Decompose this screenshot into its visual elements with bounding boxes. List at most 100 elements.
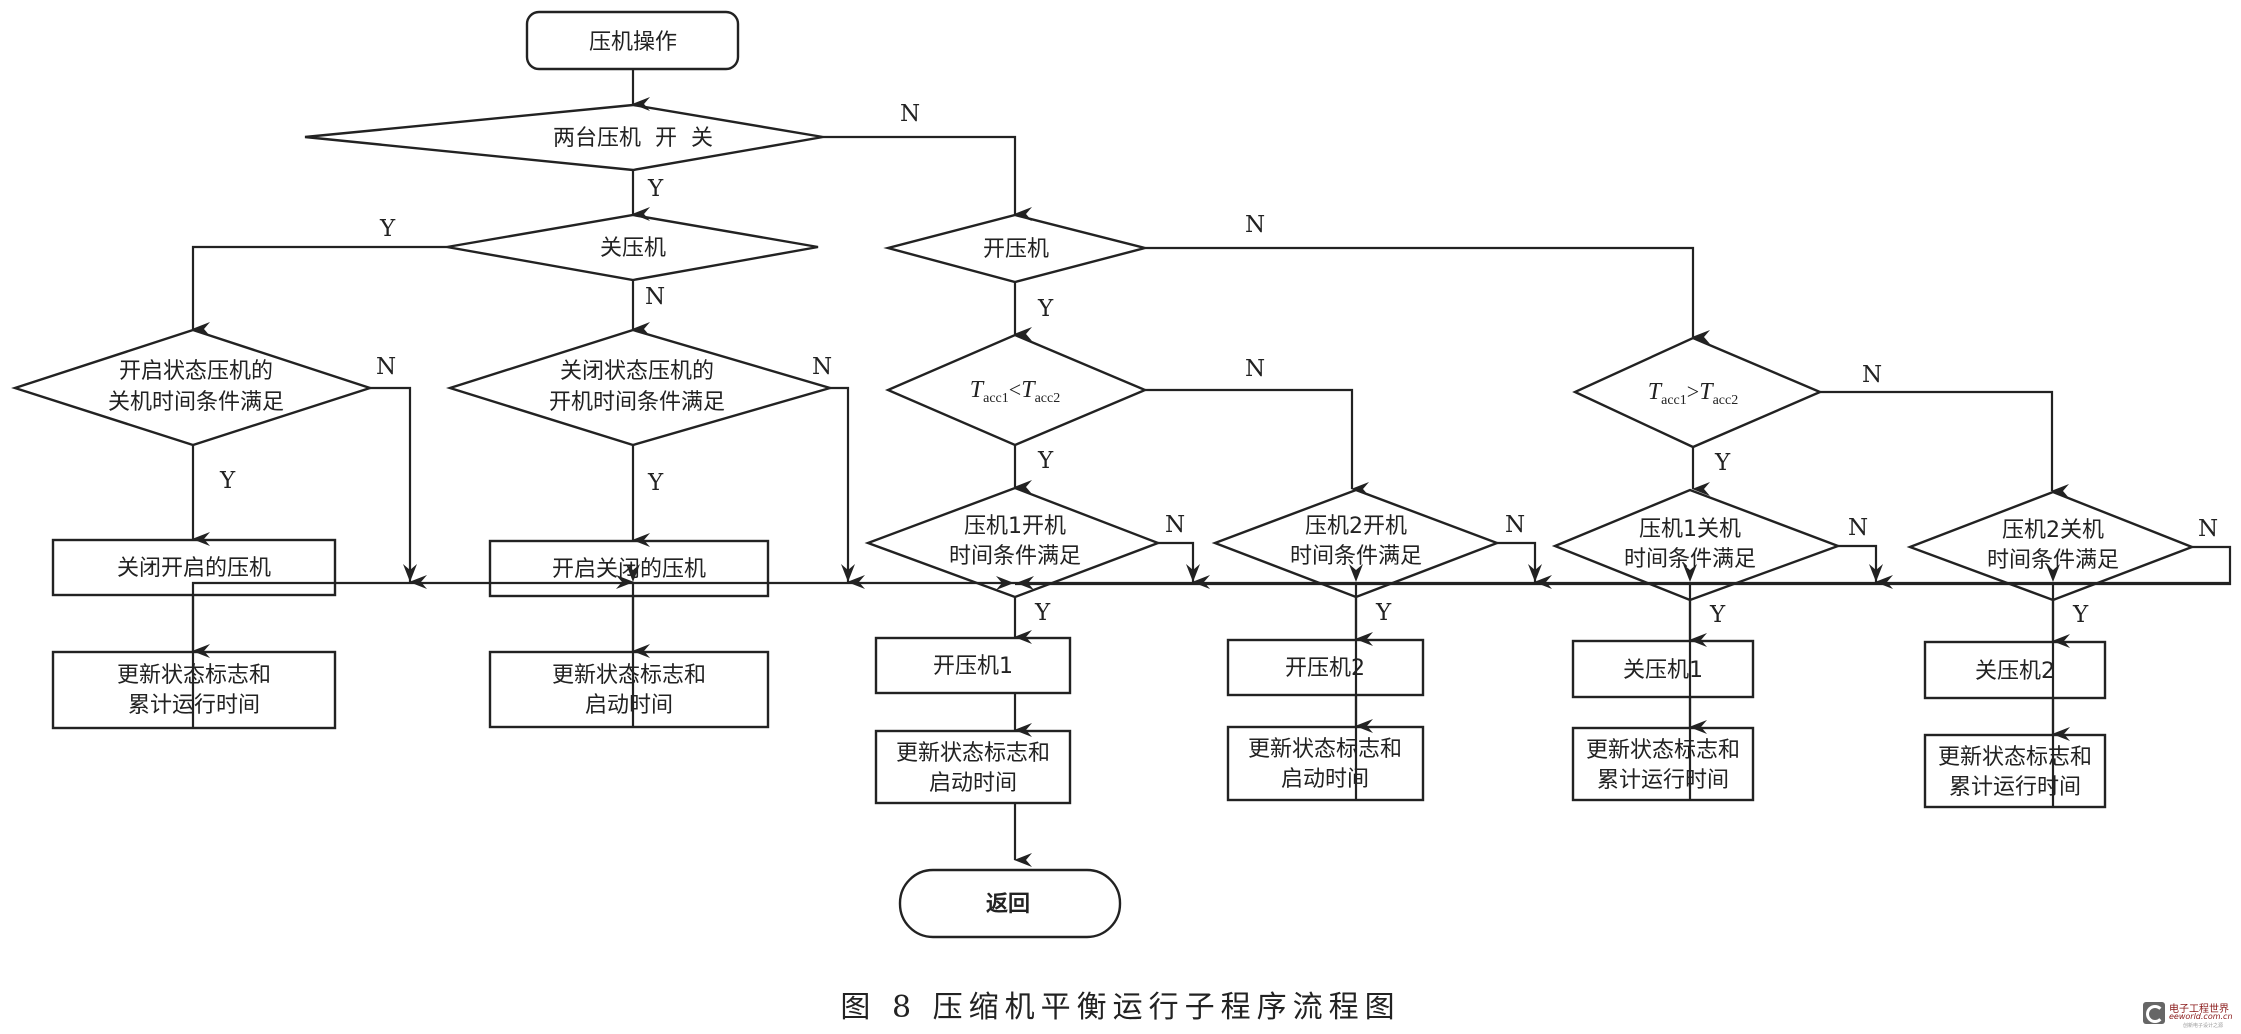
merge-bus-left bbox=[191, 581, 1015, 728]
bus-arrowhead bbox=[1683, 564, 1697, 582]
edge-tacc-gt-no bbox=[1820, 390, 2069, 498]
label-c2-on-yes: Y bbox=[1375, 600, 1392, 626]
label-tacc-gt-yes: Y bbox=[1714, 450, 1731, 476]
process-update-starttime-1: 更新状态标志和 启动时间 bbox=[874, 729, 1072, 805]
edge-both-no bbox=[823, 135, 1032, 221]
update-start2-line2: 启动时间 bbox=[1281, 767, 1369, 792]
decision-tacc-gt-label: Tacc1>Tacc2 bbox=[1648, 379, 1738, 408]
label-c2-off-yes: Y bbox=[2072, 602, 2089, 628]
decision-compressor2-open-time: 压机2开机 时间条件满足 bbox=[1211, 488, 1501, 599]
watermark-site: eeworld.com.cn bbox=[2169, 1012, 2233, 1021]
label-off-state-no: N bbox=[812, 354, 832, 380]
label-c1-off-no: N bbox=[1848, 515, 1868, 541]
decision-off-state-line1: 关闭状态压机的 bbox=[560, 359, 714, 384]
label-c2-off-no: N bbox=[2198, 516, 2218, 542]
eeworld-logo-icon bbox=[2143, 1002, 2165, 1024]
end-node: 返回 bbox=[898, 868, 1122, 939]
eeworld-watermark: 电子工程世界 eeworld.com.cn 创新电子设计之源 bbox=[2143, 1000, 2241, 1032]
update-run1-line2: 累计运行时间 bbox=[1597, 768, 1729, 793]
process-close-compressor2: 关压机2 bbox=[1923, 640, 2107, 700]
bus-arrowhead bbox=[1869, 564, 1883, 582]
decision-both-label: 两台压机 开 关 bbox=[553, 126, 713, 151]
label-c1-on-yes: Y bbox=[1034, 600, 1051, 626]
update-starttime-line1: 更新状态标志和 bbox=[552, 663, 706, 688]
junction-arrow-from-left bbox=[996, 576, 1014, 590]
edge-c1-off-no bbox=[1838, 544, 1893, 589]
bus-arrowhead bbox=[841, 564, 855, 582]
bus-arrowheads bbox=[403, 564, 2060, 590]
label-both-no: N bbox=[900, 101, 920, 127]
label-close-no: N bbox=[645, 284, 665, 310]
decision-c1-on-line1: 压机1开机 bbox=[964, 514, 1066, 539]
label-on-state-yes: Y bbox=[219, 468, 236, 494]
edge-tacc-lt-no bbox=[1145, 388, 1369, 496]
label-c2-on-no: N bbox=[1505, 512, 1525, 538]
label-c1-off-yes: Y bbox=[1709, 602, 1726, 628]
bus-arrowhead bbox=[403, 564, 417, 582]
watermark-name: 电子工程世界 bbox=[2169, 1004, 2229, 1015]
decision-compressor1-open-time: 压机1开机 时间条件满足 bbox=[864, 486, 1162, 599]
decision-open-label: 开压机 bbox=[983, 237, 1049, 262]
decision-tacc-lt-label: Tacc1<Tacc2 bbox=[970, 377, 1060, 406]
bus-arrowhead bbox=[626, 564, 640, 582]
junction-arrow-from-right bbox=[1016, 576, 1034, 590]
label-open-yes: Y bbox=[1037, 296, 1054, 322]
bus-arrowhead bbox=[1349, 564, 1363, 582]
label-close-yes: Y bbox=[379, 216, 396, 242]
decision-close-compressor: 关压机 bbox=[446, 213, 819, 282]
process-update-runtime-1: 更新状态标志和 累计运行时间 bbox=[1571, 726, 1755, 802]
decision-tacc1-greater-tacc2: Tacc1>Tacc2 bbox=[1572, 336, 1824, 449]
update-start1-line2: 启动时间 bbox=[929, 771, 1017, 796]
process-update-starttime-2: 更新状态标志和 启动时间 bbox=[1226, 725, 1425, 802]
process-update-flag-starttime: 更新状态标志和 启动时间 bbox=[488, 650, 770, 729]
process-open-compressor2: 开压机2 bbox=[1226, 638, 1425, 697]
process-close-running-label: 关闭开启的压机 bbox=[117, 556, 271, 581]
edge-close-yes bbox=[191, 245, 447, 336]
decision-tacc1-less-tacc2: Tacc1<Tacc2 bbox=[884, 333, 1149, 447]
edge-c2-on-no bbox=[1497, 541, 1552, 589]
end-label: 返回 bbox=[986, 892, 1030, 917]
decision-open-compressor: 开压机 bbox=[883, 213, 1146, 284]
update-starttime-line2: 启动时间 bbox=[585, 693, 673, 718]
process-update-runtime-2: 更新状态标志和 累计运行时间 bbox=[1923, 733, 2107, 809]
decision-c2-on-line2: 时间条件满足 bbox=[1290, 544, 1422, 569]
decision-on-state-shutdown-time: 开启状态压机的 关机时间条件满足 bbox=[11, 328, 374, 447]
decision-c1-on-line2: 时间条件满足 bbox=[949, 544, 1081, 569]
decision-close-label: 关压机 bbox=[600, 236, 666, 261]
label-open-no: N bbox=[1245, 212, 1265, 238]
decision-both-compressors: 两台压机 开 关 bbox=[304, 103, 824, 172]
process-open-compressor1: 开压机1 bbox=[874, 636, 1072, 695]
bus-arrowhead bbox=[1186, 564, 1200, 582]
update-run2-line2: 累计运行时间 bbox=[1949, 775, 2081, 800]
decision-c2-off-line1: 压机2关机 bbox=[2002, 518, 2104, 543]
process-open1-label: 开压机1 bbox=[933, 654, 1013, 679]
edge-open-no bbox=[1145, 246, 1710, 344]
decision-c2-on-line1: 压机2开机 bbox=[1305, 514, 1407, 539]
watermark-slogan: 创新电子设计之源 bbox=[2183, 1023, 2224, 1029]
process-open2-label: 开压机2 bbox=[1285, 656, 1365, 681]
update-start2-line1: 更新状态标志和 bbox=[1248, 737, 1402, 762]
label-on-state-no: N bbox=[376, 354, 396, 380]
label-c1-on-no: N bbox=[1165, 512, 1185, 538]
figure-caption: 图 8 压缩机平衡运行子程序流程图 bbox=[840, 990, 1401, 1025]
decision-c1-off-line1: 压机1关机 bbox=[1639, 517, 1741, 542]
label-off-state-yes: Y bbox=[647, 470, 664, 496]
decision-on-state-line2: 关机时间条件满足 bbox=[108, 390, 284, 415]
start-node: 压机操作 bbox=[525, 10, 740, 71]
edge-off-state-no bbox=[830, 386, 865, 589]
bus-arrowhead bbox=[2046, 564, 2060, 582]
decision-c2-off-line2: 时间条件满足 bbox=[1987, 548, 2119, 573]
update-run2-line1: 更新状态标志和 bbox=[1938, 745, 2092, 770]
decision-off-state-line2: 开机时间条件满足 bbox=[549, 390, 725, 415]
bus-arrowhead bbox=[1528, 564, 1542, 582]
edge-on-state-no bbox=[370, 386, 427, 589]
process-close-compressor1: 关压机1 bbox=[1571, 639, 1755, 699]
decision-off-state-startup-time: 关闭状态压机的 开机时间条件满足 bbox=[445, 328, 835, 447]
edge-c1-on-no bbox=[1158, 541, 1210, 589]
update-run1-line1: 更新状态标志和 bbox=[1586, 738, 1740, 763]
decision-c1-off-line2: 时间条件满足 bbox=[1624, 547, 1756, 572]
process-close2-label: 关压机2 bbox=[1975, 659, 2055, 684]
label-tacc-lt-yes: Y bbox=[1037, 448, 1054, 474]
label-tacc-gt-no: N bbox=[1862, 362, 1882, 388]
